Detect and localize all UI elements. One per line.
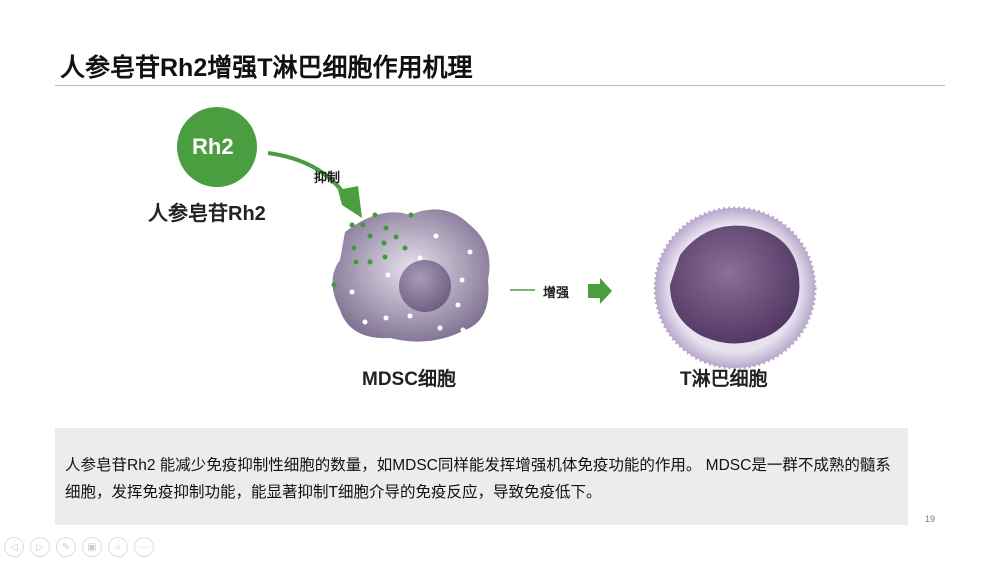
t-cell-nucleus	[670, 225, 800, 344]
inhibit-arrowhead	[338, 186, 362, 218]
slideshow-controls: ◁ ▷ ✎ ▣ ⌕ ···	[4, 537, 154, 557]
mdsc-label: MDSC细胞	[362, 369, 456, 390]
next-icon[interactable]: ▷	[30, 537, 50, 557]
page-number: 19	[925, 514, 936, 524]
mechanism-diagram	[177, 107, 817, 370]
inhibit-label: 抑制	[314, 170, 341, 185]
more-icon[interactable]: ···	[134, 537, 154, 557]
enhance-label: 增强	[543, 285, 570, 300]
mdsc-nucleus	[399, 260, 451, 312]
rh2-circle	[177, 107, 257, 187]
rh2-badge-text: Rh2	[192, 134, 234, 159]
mdsc-granules	[349, 233, 473, 333]
enhance-arrowhead	[588, 278, 612, 304]
slide-title: 人参皂苷Rh2增强T淋巴细胞作用机理	[60, 54, 473, 82]
description-box: 人参皂苷Rh2 能减少免疫抑制性细胞的数量，如MDSC同样能发挥增强机体免疫功能…	[55, 428, 908, 525]
rh2-label: 人参皂苷Rh2	[148, 203, 266, 225]
previous-icon[interactable]: ◁	[4, 537, 24, 557]
inhibit-arrow	[267, 151, 347, 197]
title-divider	[55, 85, 945, 86]
pen-icon[interactable]: ✎	[56, 537, 76, 557]
slides-icon[interactable]: ▣	[82, 537, 102, 557]
t-cell-label: T淋巴细胞	[680, 369, 768, 390]
zoom-icon[interactable]: ⌕	[108, 537, 128, 557]
rh2-particles	[331, 212, 414, 288]
